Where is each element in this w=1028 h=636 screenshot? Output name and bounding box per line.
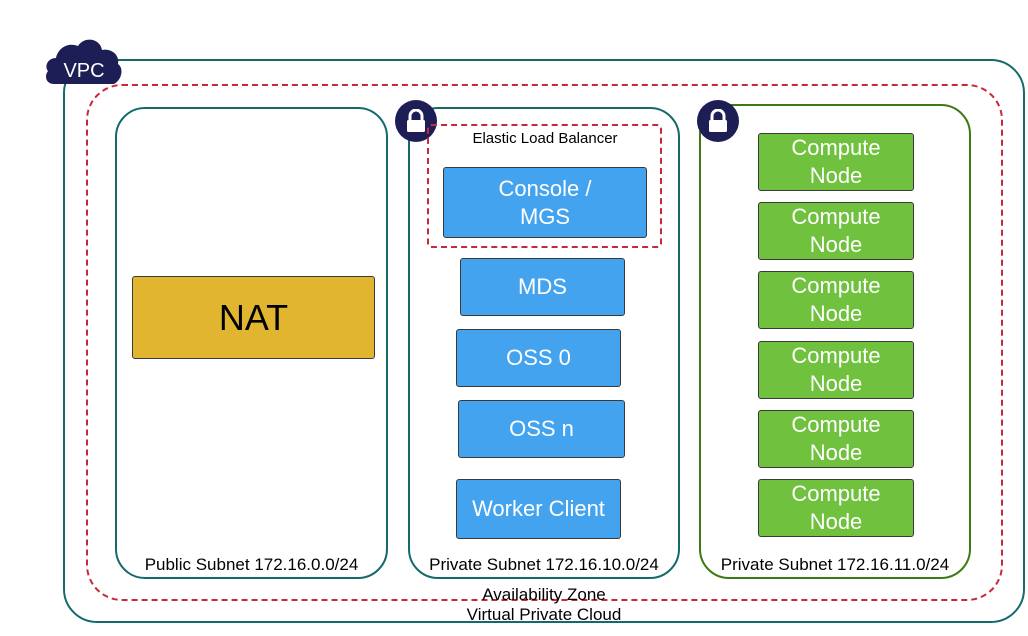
private-subnet-b-label: Private Subnet 172.16.11.0/24 (720, 555, 950, 574)
private-subnet-a-label: Private Subnet 172.16.10.0/24 (429, 555, 659, 574)
compute-node: Compute Node (758, 479, 914, 537)
console-mgs-node: Console / MGS (443, 167, 647, 238)
vpc-badge-text: VPC (63, 60, 104, 82)
private-subnet-b-lock (697, 100, 739, 142)
elastic-load-balancer (427, 124, 662, 248)
lock-icon (407, 109, 425, 132)
availability-zone-label: Availability Zone (482, 585, 606, 604)
mds-node: MDS (460, 258, 625, 316)
availability-zone-container (86, 84, 1003, 601)
oss-n-node: OSS n (458, 400, 625, 458)
compute-node: Compute Node (758, 202, 914, 260)
compute-node: Compute Node (758, 341, 914, 399)
public-subnet (115, 107, 388, 579)
nat-gateway: NAT (132, 276, 375, 359)
compute-node: Compute Node (758, 133, 914, 191)
compute-node: Compute Node (758, 271, 914, 329)
private-subnet-b (699, 104, 971, 579)
compute-node: Compute Node (758, 410, 914, 468)
vpc-label: Virtual Private Cloud (466, 605, 622, 624)
elb-label: Elastic Load Balancer (472, 130, 618, 147)
vpc-badge: VPC (44, 36, 124, 86)
private-subnet-a (408, 107, 680, 579)
oss-0-node: OSS 0 (456, 329, 621, 387)
worker-client-node: Worker Client (456, 479, 621, 539)
public-subnet-label: Public Subnet 172.16.0.0/24 (144, 555, 359, 574)
vpc-container (63, 59, 1025, 623)
lock-icon (709, 109, 727, 132)
private-subnet-a-lock (395, 100, 437, 142)
cloud-icon: VPC (46, 39, 122, 84)
